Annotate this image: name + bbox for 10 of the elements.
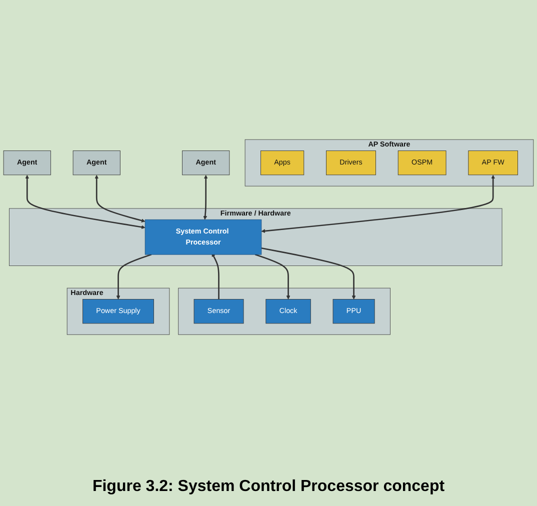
arrow [261,247,356,300]
arrow [25,174,146,229]
figure-caption: Figure 3.2: System Control Processor concept [92,477,445,497]
cluster [178,288,390,335]
arrow [94,174,146,222]
arrow [203,174,208,220]
arrow [254,254,290,300]
arrow [116,254,152,300]
arrow [212,252,220,300]
arrow [261,174,496,233]
